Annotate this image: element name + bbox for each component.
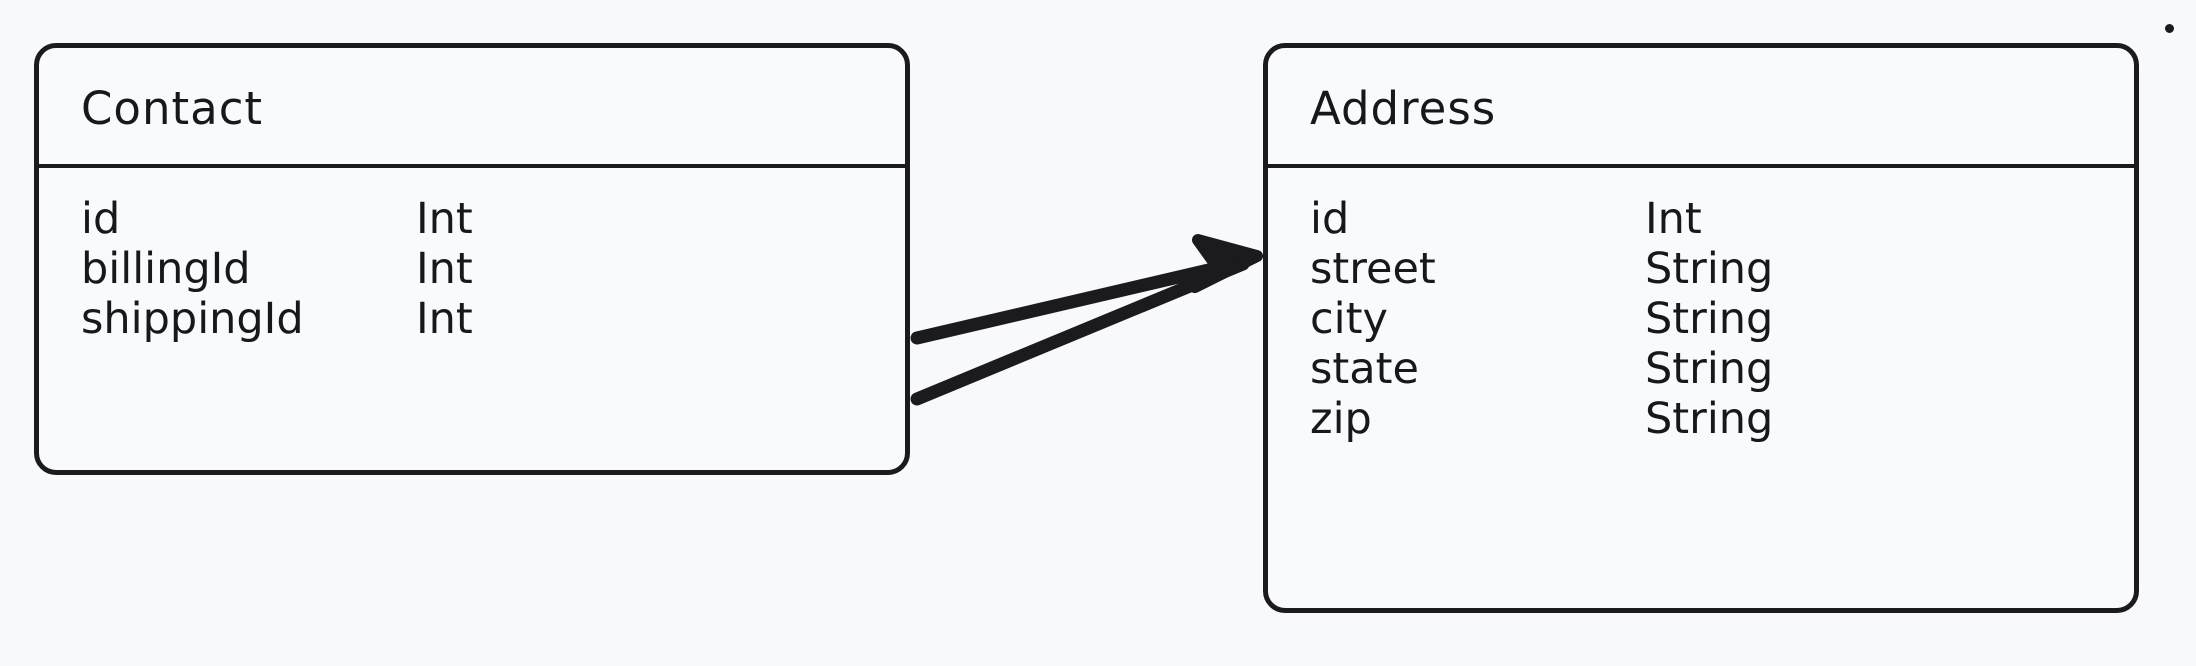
field-type: String [1645, 294, 1774, 344]
field-name: street [1310, 244, 1436, 294]
table-row[interactable]: street String [1310, 248, 2134, 298]
entity-address[interactable]: Address id Int street String city String… [1263, 43, 2139, 613]
field-type: String [1645, 244, 1774, 294]
table-row[interactable]: state String [1310, 348, 2134, 398]
field-type: Int [416, 194, 473, 244]
entity-contact-title: Contact [81, 81, 264, 135]
field-name: id [1310, 194, 1350, 244]
entity-address-header: Address [1263, 48, 2139, 168]
table-row[interactable]: city String [1310, 298, 2134, 348]
field-name: city [1310, 294, 1388, 344]
relation-shipping-to-address-line[interactable] [910, 257, 1250, 406]
entity-contact-header: Contact [34, 48, 910, 168]
table-row[interactable]: zip String [1310, 398, 2134, 448]
field-type: Int [416, 244, 473, 294]
field-type: String [1645, 394, 1774, 444]
field-name: state [1310, 344, 1419, 394]
entity-contact[interactable]: Contact id Int billingId Int shippingId … [34, 43, 910, 475]
arrow-head-icon [1189, 234, 1263, 293]
field-name: billingId [81, 244, 251, 294]
field-type: String [1645, 344, 1774, 394]
table-row[interactable]: billingId Int [81, 248, 905, 298]
field-name: shippingId [81, 294, 304, 344]
table-row[interactable]: shippingId Int [81, 298, 905, 348]
relation-billing-to-address-line[interactable] [910, 255, 1250, 345]
field-type: Int [1645, 194, 1702, 244]
entity-address-title: Address [1310, 81, 1497, 135]
field-type: Int [416, 294, 473, 344]
entity-address-fields: id Int street String city String state S… [1268, 168, 2134, 448]
field-name: id [81, 194, 121, 244]
entity-contact-fields: id Int billingId Int shippingId Int [39, 168, 905, 348]
table-row[interactable]: id Int [81, 198, 905, 248]
table-row[interactable]: id Int [1310, 198, 2134, 248]
stray-dot-mark [2165, 24, 2174, 33]
field-name: zip [1310, 394, 1372, 444]
